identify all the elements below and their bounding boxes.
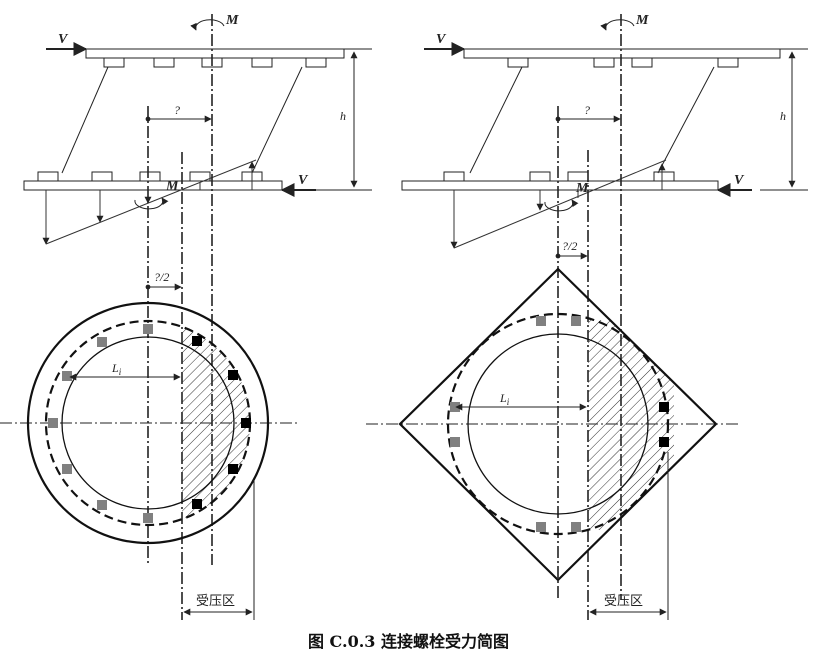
right-m-top-arrow: [600, 19, 635, 31]
right-compression-hatch: [588, 320, 674, 530]
right-m-bottom-arrow: [544, 199, 579, 212]
right-diamond-plate: [398, 267, 718, 582]
left-inner-circle: [61, 336, 235, 510]
left-bolts-other: [48, 324, 153, 523]
right-h-label: h: [780, 109, 786, 123]
left-m-bottom-arrow: [134, 197, 169, 210]
left-top-plate: [85, 48, 345, 59]
left-zone-label: 受压区: [196, 594, 235, 609]
right-top-plate: [463, 48, 781, 59]
left-diagram: V V M M h ? ?/2: [0, 13, 372, 620]
right-bottom-bolts: [443, 171, 675, 182]
right-force-triangle: [450, 159, 667, 249]
left-e-label: ?: [174, 103, 180, 117]
right-e-label: ?: [584, 103, 590, 117]
right-m-bottom-label: M: [575, 181, 589, 196]
left-outer-plate-circle: [26, 301, 270, 545]
right-v-top-label: V: [436, 32, 447, 47]
left-v-top-label: V: [58, 32, 69, 47]
right-bolt-circle: [446, 312, 670, 536]
left-m-bottom-label: M: [165, 179, 179, 194]
right-bottom-plate: [401, 180, 719, 191]
right-e-half-label: ?/2: [562, 239, 577, 253]
left-e-half-label: ?/2: [154, 270, 169, 284]
left-bottom-bolts: [37, 171, 263, 182]
left-m-top-label: M: [225, 13, 239, 28]
left-li-label: Li: [111, 361, 122, 377]
right-diagram: V V M M h ? ?/2: [366, 13, 808, 620]
left-top-bolts: [103, 57, 327, 68]
left-bolts-tension: [192, 336, 251, 509]
figure-caption: 图 C.0.3 连接螺栓受力简图: [307, 632, 509, 651]
right-m-top-label: M: [635, 13, 649, 28]
left-bottom-plate: [23, 180, 283, 191]
right-bolts-tension: [659, 402, 669, 447]
left-force-triangle: [42, 159, 257, 245]
right-li-label: Li: [499, 391, 510, 407]
right-v-bottom-label: V: [734, 173, 745, 188]
left-v-bottom-label: V: [298, 173, 309, 188]
right-inner-circle: [467, 333, 649, 515]
left-h-label: h: [340, 109, 346, 123]
right-bolts-other: [450, 316, 581, 532]
left-m-top-arrow: [190, 19, 225, 31]
right-zone-label: 受压区: [604, 594, 643, 609]
right-top-bolts: [507, 57, 739, 68]
